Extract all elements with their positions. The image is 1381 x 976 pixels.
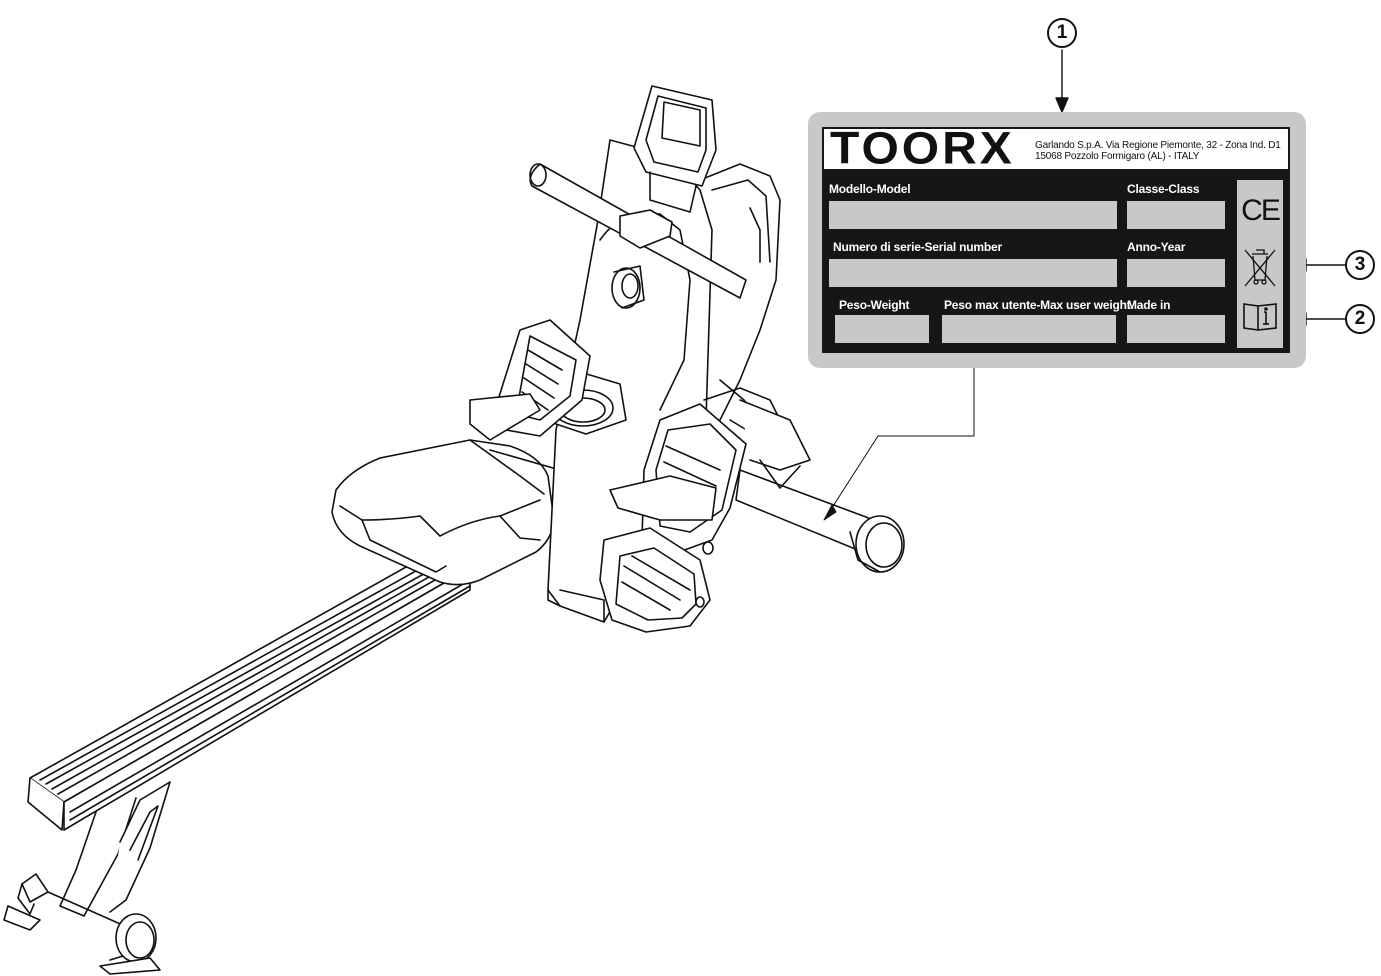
tension-knob [611, 265, 645, 309]
rail-beam [27, 547, 471, 831]
field-label-weight: Peso-Weight [839, 298, 910, 312]
field-class-value [1127, 201, 1225, 229]
left-footplate [469, 319, 591, 441]
field-weight-value [835, 315, 929, 343]
rating-plate-header [822, 127, 1290, 171]
label-leader-line [823, 367, 975, 521]
field-model-value [829, 201, 1117, 229]
weee-bin-icon [1244, 249, 1276, 287]
field-label-year: Anno-Year [1127, 240, 1186, 254]
brand-logo: TOORX [830, 123, 1015, 174]
field-label-model: Modello-Model [829, 182, 911, 196]
callout-1: 1 [1047, 18, 1077, 48]
handle-bar [529, 163, 747, 299]
seat [331, 439, 593, 586]
field-made-in-value [1127, 315, 1225, 343]
manufacturer-address: Garlando S.p.A. Via Regione Piemonte, 32… [1035, 140, 1281, 162]
field-year-value [1127, 259, 1225, 287]
right-footplate [599, 403, 747, 633]
field-label-serial: Numero di serie-Serial number [833, 240, 1002, 254]
field-label-made-in: Made in [1127, 298, 1171, 312]
callout-3: 3 [1345, 250, 1375, 280]
console-display [633, 85, 717, 213]
field-label-class: Classe-Class [1127, 182, 1200, 196]
rear-stabiliser [735, 399, 905, 573]
front-legs [3, 781, 171, 975]
callout-2: 2 [1345, 304, 1375, 334]
field-serial-value [829, 259, 1117, 287]
ce-mark: CE [1241, 194, 1281, 227]
field-max-user-weight-value [942, 315, 1116, 343]
manual-info-icon [1243, 303, 1277, 331]
field-label-max-user-weight: Peso max utente-Max user weight [944, 298, 1131, 312]
